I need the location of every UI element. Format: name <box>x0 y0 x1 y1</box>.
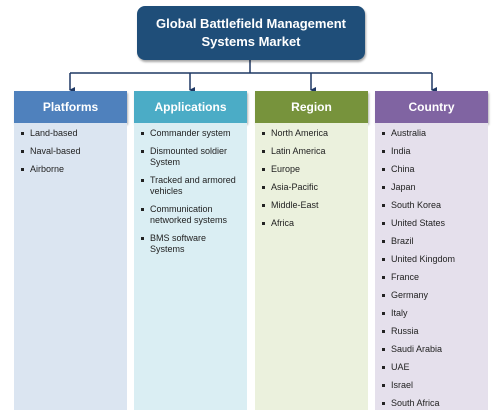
country-item: South Africa <box>381 398 482 409</box>
applications-item: Communication networked systems <box>140 204 241 226</box>
country-item: Saudi Arabia <box>381 344 482 355</box>
country-item: France <box>381 272 482 283</box>
country-item: Italy <box>381 308 482 319</box>
platforms-item: Naval-based <box>20 146 121 157</box>
country-item: UAE <box>381 362 482 373</box>
applications-header: Applications <box>134 91 247 123</box>
country-item: Russia <box>381 326 482 337</box>
country-item: China <box>381 164 482 175</box>
country-item: South Korea <box>381 200 482 211</box>
region-item: Latin America <box>261 146 362 157</box>
applications-item: Tracked and armored vehicles <box>140 175 241 197</box>
region-item: North America <box>261 128 362 139</box>
country-item: United States <box>381 218 482 229</box>
platforms-item: Land-based <box>20 128 121 139</box>
title-line-2: Systems Market <box>201 34 301 49</box>
title-box: Global Battlefield Management Systems Ma… <box>137 6 365 60</box>
country-item: Japan <box>381 182 482 193</box>
country-item: India <box>381 146 482 157</box>
platforms-header: Platforms <box>14 91 127 123</box>
region-header: Region <box>255 91 368 123</box>
platforms-item: Airborne <box>20 164 121 175</box>
title-line-1: Global Battlefield Management <box>156 16 346 31</box>
country-item: Australia <box>381 128 482 139</box>
country-item: United Kingdom <box>381 254 482 265</box>
region-item: Middle-East <box>261 200 362 211</box>
applications-item: Commander system <box>140 128 241 139</box>
region-item: Africa <box>261 218 362 229</box>
country-item: Germany <box>381 290 482 301</box>
country-header: Country <box>375 91 488 123</box>
region-item: Asia-Pacific <box>261 182 362 193</box>
country-item: Brazil <box>381 236 482 247</box>
applications-item: BMS software Systems <box>140 233 241 255</box>
region-item: Europe <box>261 164 362 175</box>
country-item: Israel <box>381 380 482 391</box>
applications-item: Dismounted soldier System <box>140 146 241 168</box>
